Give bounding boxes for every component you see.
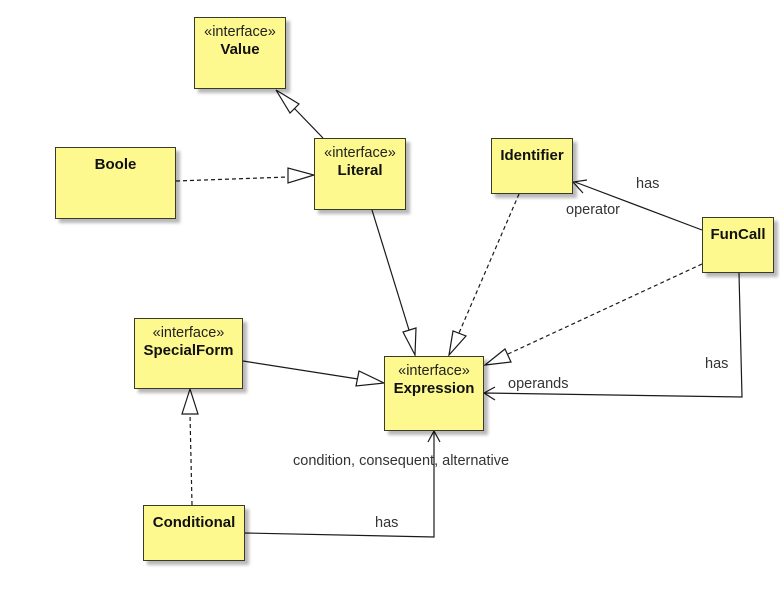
funcall-expression-realization-arrowhead xyxy=(482,348,512,366)
label-conditional-expression-role: condition, consequent, alternative xyxy=(293,453,510,469)
class-expression[interactable]: «interface» Expression xyxy=(384,356,484,431)
class-value-stereotype: «interface» xyxy=(204,24,276,40)
label-funcall-identifier-has: has xyxy=(636,176,660,192)
class-specialform-name: SpecialForm xyxy=(143,342,234,359)
class-expression-name: Expression xyxy=(393,380,475,397)
class-specialform-stereotype: «interface» xyxy=(152,325,225,341)
conditional-specialform-arrowhead xyxy=(181,387,199,415)
class-expression-stereotype: «interface» xyxy=(398,363,470,379)
class-value-name: Value xyxy=(220,41,260,58)
identifier-expression-line xyxy=(458,193,520,334)
class-conditional[interactable]: Conditional xyxy=(143,505,245,561)
class-identifier[interactable]: Identifier xyxy=(491,138,573,194)
class-specialform[interactable]: «interface» SpecialForm xyxy=(134,318,243,389)
label-funcall-identifier-role: operator xyxy=(566,202,621,218)
boole-literal-line xyxy=(175,176,289,182)
class-literal-name: Literal xyxy=(337,162,383,179)
literal-value-arrowhead xyxy=(275,89,300,114)
funcall-expression-association-arrowhead xyxy=(482,386,496,401)
funcall-identifier-line xyxy=(574,181,703,231)
class-conditional-name: Conditional xyxy=(152,514,236,531)
class-literal-stereotype: «interface» xyxy=(324,145,396,161)
class-boole[interactable]: Boole xyxy=(55,147,176,219)
literal-value-line xyxy=(293,107,324,139)
funcall-expression-association-line xyxy=(483,272,743,398)
specialform-expression-line xyxy=(242,360,359,380)
class-funcall[interactable]: FunCall xyxy=(702,217,774,273)
specialform-expression-arrowhead xyxy=(355,370,387,387)
literal-expression-arrowhead xyxy=(402,327,417,358)
conditional-specialform-line xyxy=(189,413,193,506)
class-identifier-name: Identifier xyxy=(500,147,564,164)
funcall-expression-realization-line xyxy=(507,263,703,355)
class-boole-name: Boole xyxy=(94,156,137,173)
funcall-identifier-arrowhead xyxy=(571,179,588,194)
boole-literal-arrowhead xyxy=(287,167,317,184)
label-conditional-expression-has: has xyxy=(375,515,399,531)
label-funcall-expression-role: operands xyxy=(508,376,569,392)
conditional-expression-arrowhead xyxy=(427,429,441,443)
class-funcall-name: FunCall xyxy=(710,226,766,243)
class-literal[interactable]: «interface» Literal xyxy=(314,138,406,210)
identifier-expression-arrowhead xyxy=(448,330,468,357)
label-funcall-expression-has: has xyxy=(705,356,729,372)
literal-expression-line xyxy=(371,209,410,331)
conditional-expression-line xyxy=(244,431,435,538)
class-value[interactable]: «interface» Value xyxy=(194,17,286,89)
